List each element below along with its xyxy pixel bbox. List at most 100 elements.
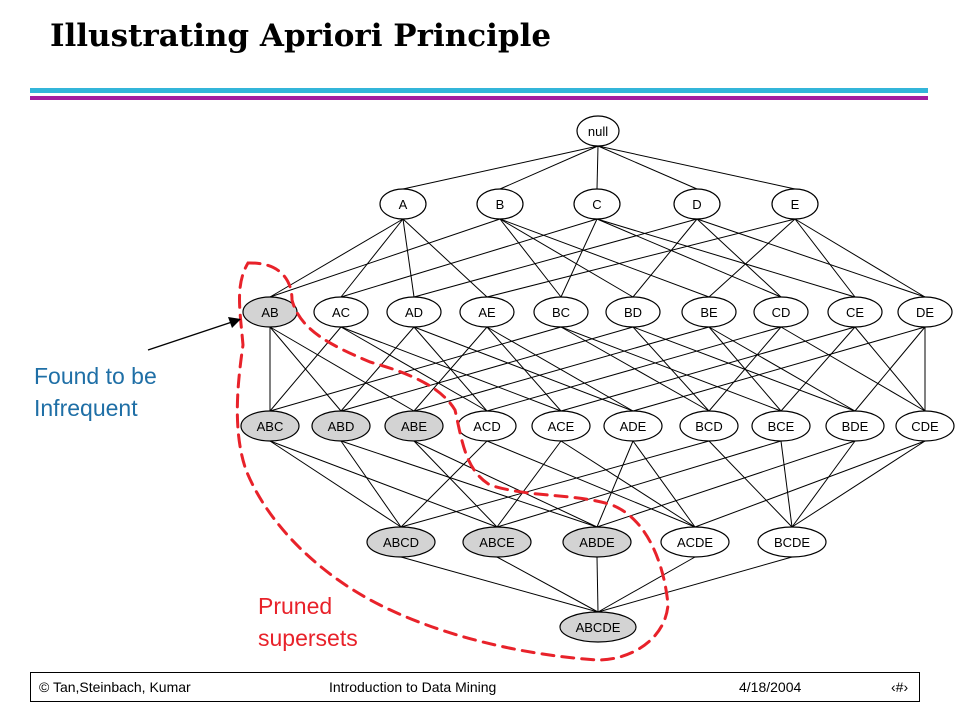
pruned-region-boundary xyxy=(235,261,670,662)
lattice-edge-abd-abcd xyxy=(340,440,402,528)
itemset-node-ce: CE xyxy=(827,296,883,328)
svg-text:AD: AD xyxy=(405,305,423,320)
itemset-node-abd: ABD xyxy=(311,410,371,442)
itemset-node-c: C xyxy=(573,188,621,220)
lattice-edge-be-bde xyxy=(708,326,856,412)
lattice-edge-null-d xyxy=(597,145,698,190)
lattice-edge-abc-abce xyxy=(269,440,498,528)
svg-text:BCDE: BCDE xyxy=(774,535,810,550)
lattice-edge-null-e xyxy=(597,145,796,190)
itemset-node-e: E xyxy=(771,188,819,220)
itemset-node-de: DE xyxy=(897,296,953,328)
lattice-edge-b-bc xyxy=(499,218,562,298)
svg-text:BCE: BCE xyxy=(768,419,795,434)
svg-text:null: null xyxy=(588,124,608,139)
lattice-edge-d-bd xyxy=(632,218,698,298)
lattice-edge-ae-abe xyxy=(413,326,488,412)
lattice-edge-bcd-abcd xyxy=(400,440,710,528)
lattice-edge-bc-abc xyxy=(269,326,562,412)
footer-copyright: © Tan,Steinbach, Kumar xyxy=(39,679,191,695)
itemset-node-bce: BCE xyxy=(751,410,811,442)
svg-text:BC: BC xyxy=(552,305,570,320)
lattice-edge-bd-abd xyxy=(340,326,634,412)
lattice-edge-cd-bcd xyxy=(708,326,782,412)
svg-text:C: C xyxy=(592,197,601,212)
lattice-edge-d-cd xyxy=(696,218,782,298)
itemset-node-abe: ABE xyxy=(384,410,444,442)
lattice-edge-abce-abcde xyxy=(496,556,599,613)
lattice-edge-c-bc xyxy=(560,218,598,298)
itemset-node-ae: AE xyxy=(459,296,515,328)
lattice-edge-d-ad xyxy=(413,218,698,298)
itemset-node-abce: ABCE xyxy=(462,526,532,558)
lattice-edge-e-ae xyxy=(486,218,796,298)
lattice-edge-cde-bcde xyxy=(791,440,926,528)
title-rule-cyan xyxy=(30,88,928,93)
svg-text:ABCE: ABCE xyxy=(479,535,515,550)
lattice-edge-bde-abde xyxy=(596,440,856,528)
lattice-edge-d-de xyxy=(696,218,926,298)
lattice-edge-de-bde xyxy=(854,326,926,412)
itemset-node-ade: ADE xyxy=(603,410,663,442)
svg-text:ABE: ABE xyxy=(401,419,427,434)
svg-text:ABD: ABD xyxy=(328,419,355,434)
infrequent-callout-arrow xyxy=(147,317,241,351)
svg-text:B: B xyxy=(496,197,505,212)
svg-text:BCD: BCD xyxy=(695,419,722,434)
slide-title: Illustrating Apriori Principle xyxy=(50,18,552,54)
lattice-edge-null-c xyxy=(596,145,599,190)
lattice-edge-ce-ace xyxy=(560,326,856,412)
lattice-edge-bcde-abcde xyxy=(597,556,793,613)
lattice-edge-ae-ace xyxy=(486,326,562,412)
itemset-node-ab: AB xyxy=(242,296,298,328)
svg-text:AE: AE xyxy=(478,305,496,320)
itemset-node-cd: CD xyxy=(753,296,809,328)
lattice-edge-b-ab xyxy=(269,218,501,298)
lattice-edge-abc-abcd xyxy=(269,440,402,528)
svg-text:ABC: ABC xyxy=(257,419,284,434)
svg-text:AC: AC xyxy=(332,305,350,320)
itemset-node-be: BE xyxy=(681,296,737,328)
itemset-node-abcde: ABCDE xyxy=(559,611,637,643)
footer-course: Introduction to Data Mining xyxy=(329,679,497,695)
lattice-edge-be-abe xyxy=(413,326,710,412)
lattice-edge-ace-abce xyxy=(496,440,562,528)
itemset-node-bcd: BCD xyxy=(679,410,739,442)
svg-text:A: A xyxy=(399,197,408,212)
lattice-edge-cd-cde xyxy=(780,326,926,412)
itemset-node-ad: AD xyxy=(386,296,442,328)
itemset-node-abcd: ABCD xyxy=(366,526,436,558)
itemset-node-bcde: BCDE xyxy=(757,526,827,558)
lattice-edge-c-ac xyxy=(340,218,598,298)
lattice-edge-null-a xyxy=(402,145,599,190)
svg-text:ACE: ACE xyxy=(548,419,575,434)
lattice-edge-c-ce xyxy=(596,218,856,298)
itemset-node-a: A xyxy=(379,188,427,220)
itemset-node-null: null xyxy=(576,115,620,147)
lattice-edge-bce-abce xyxy=(496,440,782,528)
lattice-edge-ce-bce xyxy=(780,326,856,412)
lattice-edge-ace-acde xyxy=(560,440,696,528)
itemset-node-bde: BDE xyxy=(825,410,885,442)
lattice-edge-bde-bcde xyxy=(791,440,856,528)
svg-text:ACDE: ACDE xyxy=(677,535,713,550)
lattice-edge-abe-abce xyxy=(413,440,498,528)
lattice-edge-c-cd xyxy=(596,218,782,298)
itemset-node-bc: BC xyxy=(533,296,589,328)
infrequent-label: Found to be Infrequent xyxy=(34,363,157,421)
lattice-edge-bd-bcd xyxy=(632,326,710,412)
lattice-edge-acde-abcde xyxy=(597,556,696,613)
lattice-edge-abcd-abcde xyxy=(400,556,599,613)
svg-text:ABCDE: ABCDE xyxy=(576,620,621,635)
lattice-edge-a-ab xyxy=(269,218,404,298)
lattice-edge-a-ae xyxy=(402,218,488,298)
lattice-edge-ade-abde xyxy=(596,440,634,528)
svg-text:CE: CE xyxy=(846,305,864,320)
itemset-node-abc: ABC xyxy=(240,410,300,442)
footer-date: 4/18/2004 xyxy=(739,679,802,695)
lattice-edge-abd-abde xyxy=(340,440,598,528)
slide-footer: © Tan,Steinbach, Kumar Introduction to D… xyxy=(30,672,920,702)
svg-text:ABCD: ABCD xyxy=(383,535,419,550)
title-rule-purple xyxy=(30,96,928,100)
